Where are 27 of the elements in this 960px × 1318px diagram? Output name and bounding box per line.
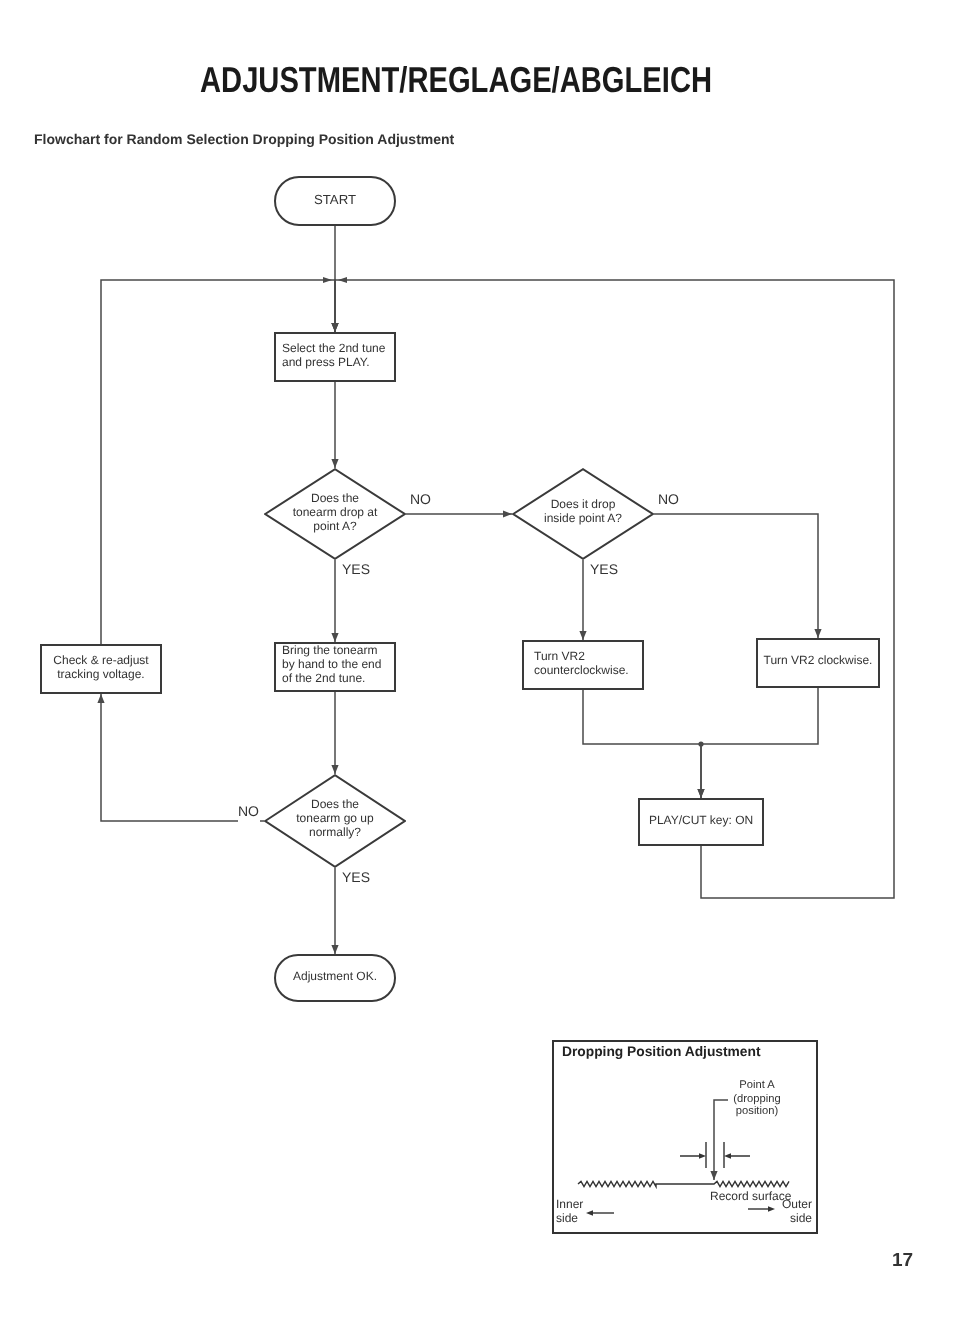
flow-arrow: [97, 693, 265, 822]
decision-diamond: [264, 774, 406, 868]
flow-arrow: [579, 559, 587, 641]
terminal-box: [274, 176, 396, 226]
process-box: [522, 640, 644, 690]
process-box: [756, 638, 880, 688]
process-box: [638, 798, 764, 846]
flow-arrow: [697, 687, 819, 799]
decision-diamond: [264, 468, 406, 560]
flow-arrow: [331, 559, 339, 643]
process-box: [40, 644, 162, 694]
terminal-box: [274, 954, 396, 1002]
flow-arrow: [331, 381, 339, 469]
flow-arrow: [653, 513, 822, 639]
flow-arrow: [331, 867, 339, 955]
flow-arrow: [331, 279, 895, 899]
process-box: [274, 642, 396, 692]
process-box: [274, 332, 396, 382]
flow-arrow: [100, 279, 339, 645]
decision-diamond: [512, 468, 654, 560]
page-number: 17: [892, 1252, 914, 1273]
record-surface-drawing: [578, 1180, 792, 1188]
leader-line: [710, 1099, 729, 1181]
flow-arrow: [405, 510, 513, 518]
inset-panel: [552, 1040, 818, 1234]
flow-arrow: [331, 691, 339, 775]
page-title: ADJUSTMENT/REGLAGE/ABGLEICH: [199, 60, 712, 100]
